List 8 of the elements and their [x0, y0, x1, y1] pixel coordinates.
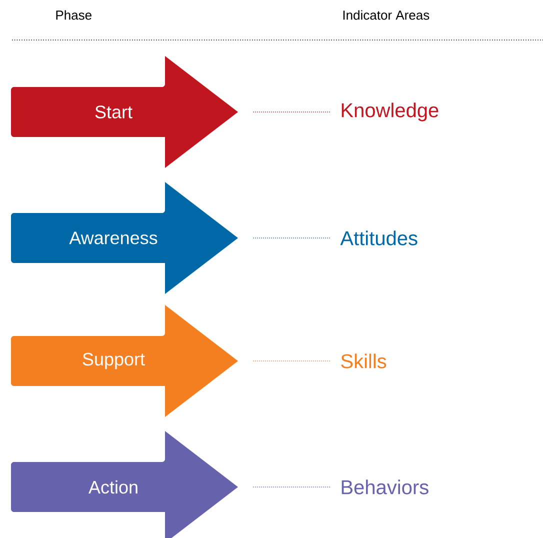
dotted-connector	[252, 486, 330, 488]
indicator-label: Knowledge	[342, 102, 438, 122]
header-label: Indicator Areas	[343, 10, 430, 20]
header-label: Phase	[56, 10, 92, 20]
indicator-label: Behaviors	[342, 480, 428, 494]
indicator-label: Attitudes	[340, 230, 418, 246]
indicator-label: Skills	[341, 354, 386, 368]
dotted-connector	[252, 360, 330, 362]
